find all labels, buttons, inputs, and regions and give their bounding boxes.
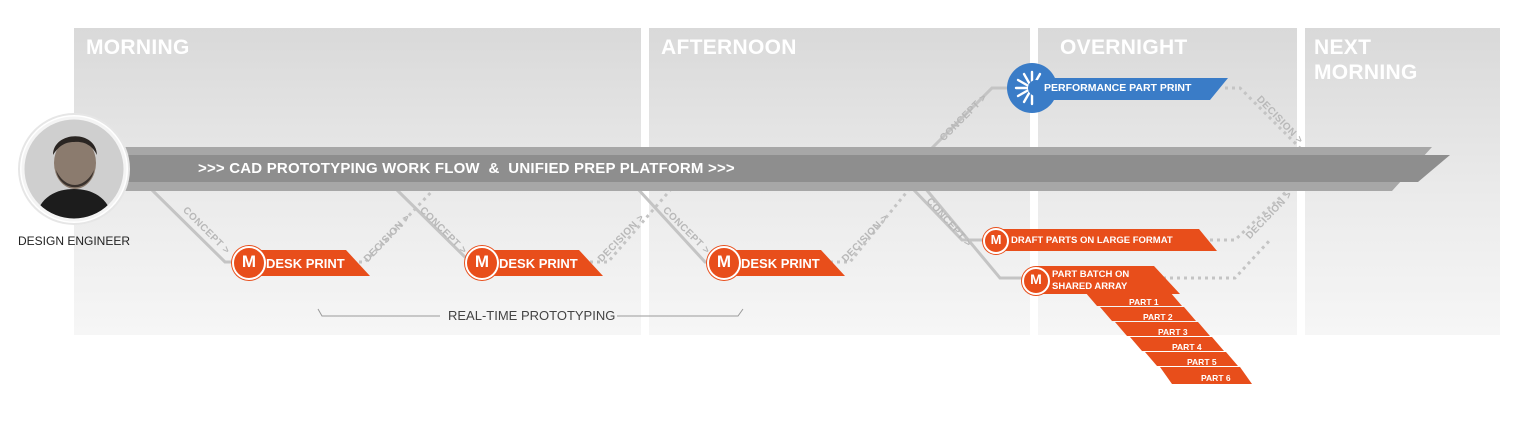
performance-print-icon	[1007, 63, 1057, 113]
part-bar	[1160, 367, 1252, 384]
desk-print-node: M DESK PRINT	[465, 246, 605, 280]
part-batch-node: M PART BATCH ON SHARED ARRAY	[1022, 266, 1182, 295]
phase-label: MORNING	[86, 36, 190, 59]
makerbot-logo-icon: M	[1022, 267, 1050, 295]
makerbot-logo-icon: M	[465, 246, 499, 280]
connector-line	[1225, 86, 1302, 150]
person-icon	[21, 116, 127, 222]
parts-stair	[1085, 292, 1252, 384]
connector-line	[1135, 238, 1272, 280]
makerbot-logo-icon: M	[983, 228, 1009, 254]
node-label: DRAFT PARTS ON LARGE FORMAT	[1011, 235, 1173, 246]
real-time-prototyping-label: REAL-TIME PROTOTYPING	[448, 308, 616, 323]
makerbot-logo-icon: M	[232, 246, 266, 280]
makerbot-logo-icon: M	[707, 246, 741, 280]
avatar	[20, 115, 128, 223]
node-label: DESK PRINT	[741, 256, 820, 271]
part-bar	[1100, 307, 1196, 321]
part-label: PART 5	[1187, 357, 1217, 367]
real-time-bracket	[317, 308, 440, 317]
part-label: PART 4	[1172, 342, 1202, 352]
part-bar	[1145, 352, 1238, 366]
design-engineer-label: DESIGN ENGINEER	[17, 234, 131, 248]
desk-print-node: M DESK PRINT	[707, 246, 847, 280]
part-label: PART 3	[1158, 327, 1188, 337]
part-label: PART 1	[1129, 297, 1159, 307]
part-label: PART 6	[1201, 373, 1231, 383]
desk-print-node: M DESK PRINT	[232, 246, 372, 280]
node-label: DESK PRINT	[266, 256, 345, 271]
node-label: PERFORMANCE PART PRINT	[1044, 82, 1192, 94]
node-label: PART BATCH ON	[1052, 269, 1130, 280]
node-label: SHARED ARRAY	[1052, 281, 1128, 292]
connector-line	[1210, 186, 1292, 242]
node-label: DESK PRINT	[499, 256, 578, 271]
part-bar	[1115, 322, 1210, 336]
part-bar	[1130, 337, 1224, 351]
part-label: PART 2	[1143, 312, 1173, 322]
part-bar	[1085, 292, 1182, 306]
real-time-bracket	[617, 308, 744, 317]
phase-label: OVERNIGHT	[1060, 36, 1188, 59]
phase-label: AFTERNOON	[661, 36, 797, 59]
banner-front	[125, 155, 1450, 182]
workflow-banner	[125, 147, 1450, 191]
workflow-banner-title: >>> CAD PROTOTYPING WORK FLOW & UNIFIED …	[198, 160, 735, 177]
decision-connectors	[345, 86, 1302, 280]
draft-parts-node: M DRAFT PARTS ON LARGE FORMAT	[983, 228, 1223, 255]
phase-label: NEXT MORNING	[1314, 36, 1418, 84]
performance-part-print-node: PERFORMANCE PART PRINT	[1006, 62, 1236, 113]
